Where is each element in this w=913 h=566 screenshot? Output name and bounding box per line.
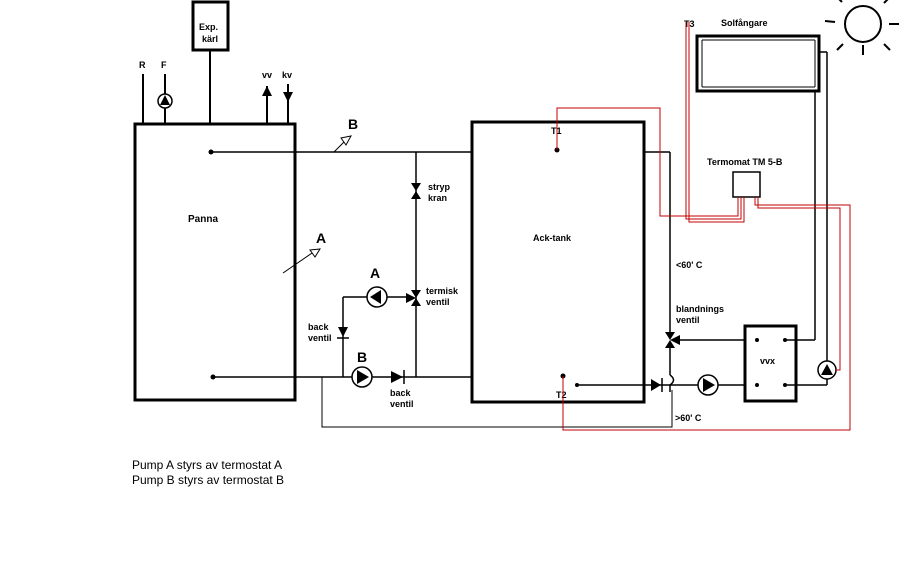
pump-a-label: A (370, 265, 380, 281)
t3-wire-outer (688, 22, 745, 223)
pump-wire (757, 197, 841, 371)
back-ventil-1-label-1: back (308, 322, 330, 332)
t1-wire (556, 107, 739, 217)
sensor-wires (556, 22, 851, 431)
t3-wire-inner (685, 22, 742, 220)
f-pump-icon (157, 93, 173, 109)
b-pointer-arrow-icon (340, 135, 352, 146)
termisk-label-2: ventil (426, 297, 450, 307)
termisk-ventil-icon (406, 290, 421, 306)
back-ventil-3-icon (651, 378, 663, 392)
pump-a-icon (366, 286, 388, 308)
t2-label: T2 (556, 390, 567, 400)
t2-wire (562, 197, 851, 431)
back-ventil-2-label-1: back (390, 388, 412, 398)
mixing-return-pipe (321, 377, 673, 428)
r-label: R (139, 60, 146, 70)
termomat-label: Termomat TM 5-B (707, 157, 783, 167)
ack-tank (470, 120, 646, 404)
solfangare-label: Solfångare (721, 18, 768, 28)
back-ventil-2-icon (391, 370, 405, 384)
a-label: A (316, 230, 326, 246)
lt60-label: <60' C (676, 260, 703, 270)
f-label: F (161, 60, 167, 70)
sun-icon (824, 0, 899, 55)
solar-pump-icon (817, 360, 837, 380)
stryp-label-1: stryp (428, 182, 451, 192)
vvx-port-tl (755, 338, 759, 342)
solfangare-collector (695, 34, 821, 93)
a-pointer-arrow-icon (309, 248, 321, 258)
note-pump-b: Pump B styrs av termostat B (132, 473, 285, 487)
termisk-label-1: termisk (426, 286, 459, 296)
vvx-label: vvx (760, 356, 775, 366)
kv-label: kv (282, 70, 292, 80)
blandnings-ventil-icon (665, 332, 680, 348)
blandnings-label-1: blandnings (676, 304, 724, 314)
stryp-label-2: kran (428, 193, 447, 203)
pipe-crossover (669, 374, 675, 392)
back-ventil-2-label-2: ventil (390, 399, 414, 409)
gt60-label: >60' C (675, 413, 702, 423)
vv-label: vv (262, 70, 272, 80)
vv-arrow-up-icon (262, 86, 272, 96)
panna-label: Panna (188, 214, 218, 225)
exp-label-2: kärl (202, 34, 218, 44)
vvx-port-bl (755, 383, 759, 387)
b-top-label: B (348, 116, 358, 132)
blandnings-label-2: ventil (676, 315, 700, 325)
pump-b-label: B (357, 349, 367, 365)
panna-boiler (133, 122, 297, 402)
back-ventil-1-label-2: ventil (308, 333, 332, 343)
note-pump-a: Pump A styrs av termostat A (132, 458, 283, 472)
stryp-kran-valve-icon (411, 183, 421, 199)
vvx-pump-icon (697, 374, 719, 396)
vvx-heat-exchanger (743, 324, 798, 403)
termomat-box (732, 171, 761, 198)
kv-arrow-down-icon (283, 92, 293, 102)
back-ventil-1-icon (337, 327, 349, 339)
a-pointer-line (282, 250, 316, 274)
exp-label-1: Exp. (199, 22, 218, 32)
pump-b-icon (351, 366, 373, 388)
t1-label: T1 (551, 126, 562, 136)
ack-tank-label: Ack-tank (533, 233, 572, 243)
collector-hatch (701, 39, 816, 88)
